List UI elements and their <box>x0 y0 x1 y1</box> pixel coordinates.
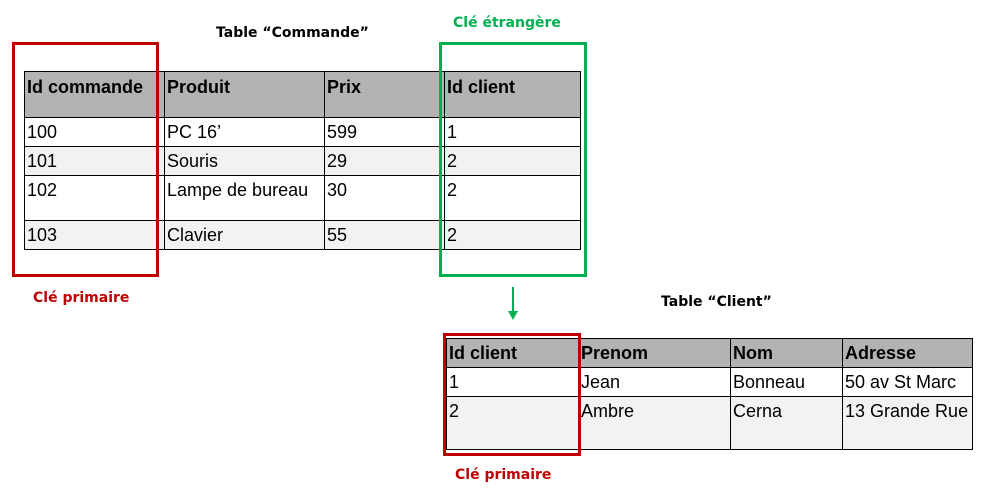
table-cell: 599 <box>324 117 445 147</box>
table-cell: Ambre <box>578 396 731 450</box>
table-cell: 50 av St Marc <box>842 367 973 397</box>
table-cell: 2 <box>444 175 581 221</box>
client-table-title: Table “Client” <box>661 294 772 310</box>
table-cell: Cerna <box>730 396 843 450</box>
foreign-key-highlight <box>439 42 587 277</box>
commande-table-title: Table “Commande” <box>216 25 369 41</box>
client-header-id-client: Id client <box>446 338 579 368</box>
table-cell: Lampe de bureau <box>164 175 325 221</box>
table-cell: 2 <box>446 396 579 450</box>
client-header-prenom: Prenom <box>578 338 731 368</box>
commande-header-id-commande: Id commande <box>24 71 165 118</box>
table-cell: 1 <box>444 117 581 147</box>
client-table: Id client Prenom Nom Adresse 1 Jean Bonn… <box>446 338 973 450</box>
table-cell: Souris <box>164 146 325 176</box>
table-row: 102 Lampe de bureau 30 2 <box>24 175 581 221</box>
commande-header-id-client: Id client <box>444 71 581 118</box>
table-cell: 102 <box>24 175 165 221</box>
table-cell: 1 <box>446 367 579 397</box>
primary-key-highlight-commande <box>12 42 159 277</box>
foreign-key-label: Clé étrangère <box>453 15 561 31</box>
primary-key-label-client: Clé primaire <box>455 467 552 483</box>
foreign-key-arrow-icon <box>508 287 518 320</box>
primary-key-label-commande: Clé primaire <box>33 290 130 306</box>
client-header-nom: Nom <box>730 338 843 368</box>
primary-key-highlight-client <box>443 333 581 456</box>
table-cell: 13 Grande Rue <box>842 396 973 450</box>
table-cell: Bonneau <box>730 367 843 397</box>
table-cell: 100 <box>24 117 165 147</box>
table-cell: 29 <box>324 146 445 176</box>
commande-table: Id commande Produit Prix Id client 100 P… <box>24 71 581 250</box>
table-cell: 2 <box>444 220 581 250</box>
commande-header-prix: Prix <box>324 71 445 118</box>
table-row: 2 Ambre Cerna 13 Grande Rue <box>446 396 973 450</box>
client-header-adresse: Adresse <box>842 338 973 368</box>
table-row: 100 PC 16’ 599 1 <box>24 117 581 147</box>
commande-header-produit: Produit <box>164 71 325 118</box>
table-cell: 55 <box>324 220 445 250</box>
table-cell: 103 <box>24 220 165 250</box>
table-row: 1 Jean Bonneau 50 av St Marc <box>446 367 973 397</box>
table-cell: PC 16’ <box>164 117 325 147</box>
table-cell: 30 <box>324 175 445 221</box>
table-cell: Jean <box>578 367 731 397</box>
table-cell: Clavier <box>164 220 325 250</box>
table-row: 103 Clavier 55 2 <box>24 220 581 250</box>
table-cell: 2 <box>444 146 581 176</box>
